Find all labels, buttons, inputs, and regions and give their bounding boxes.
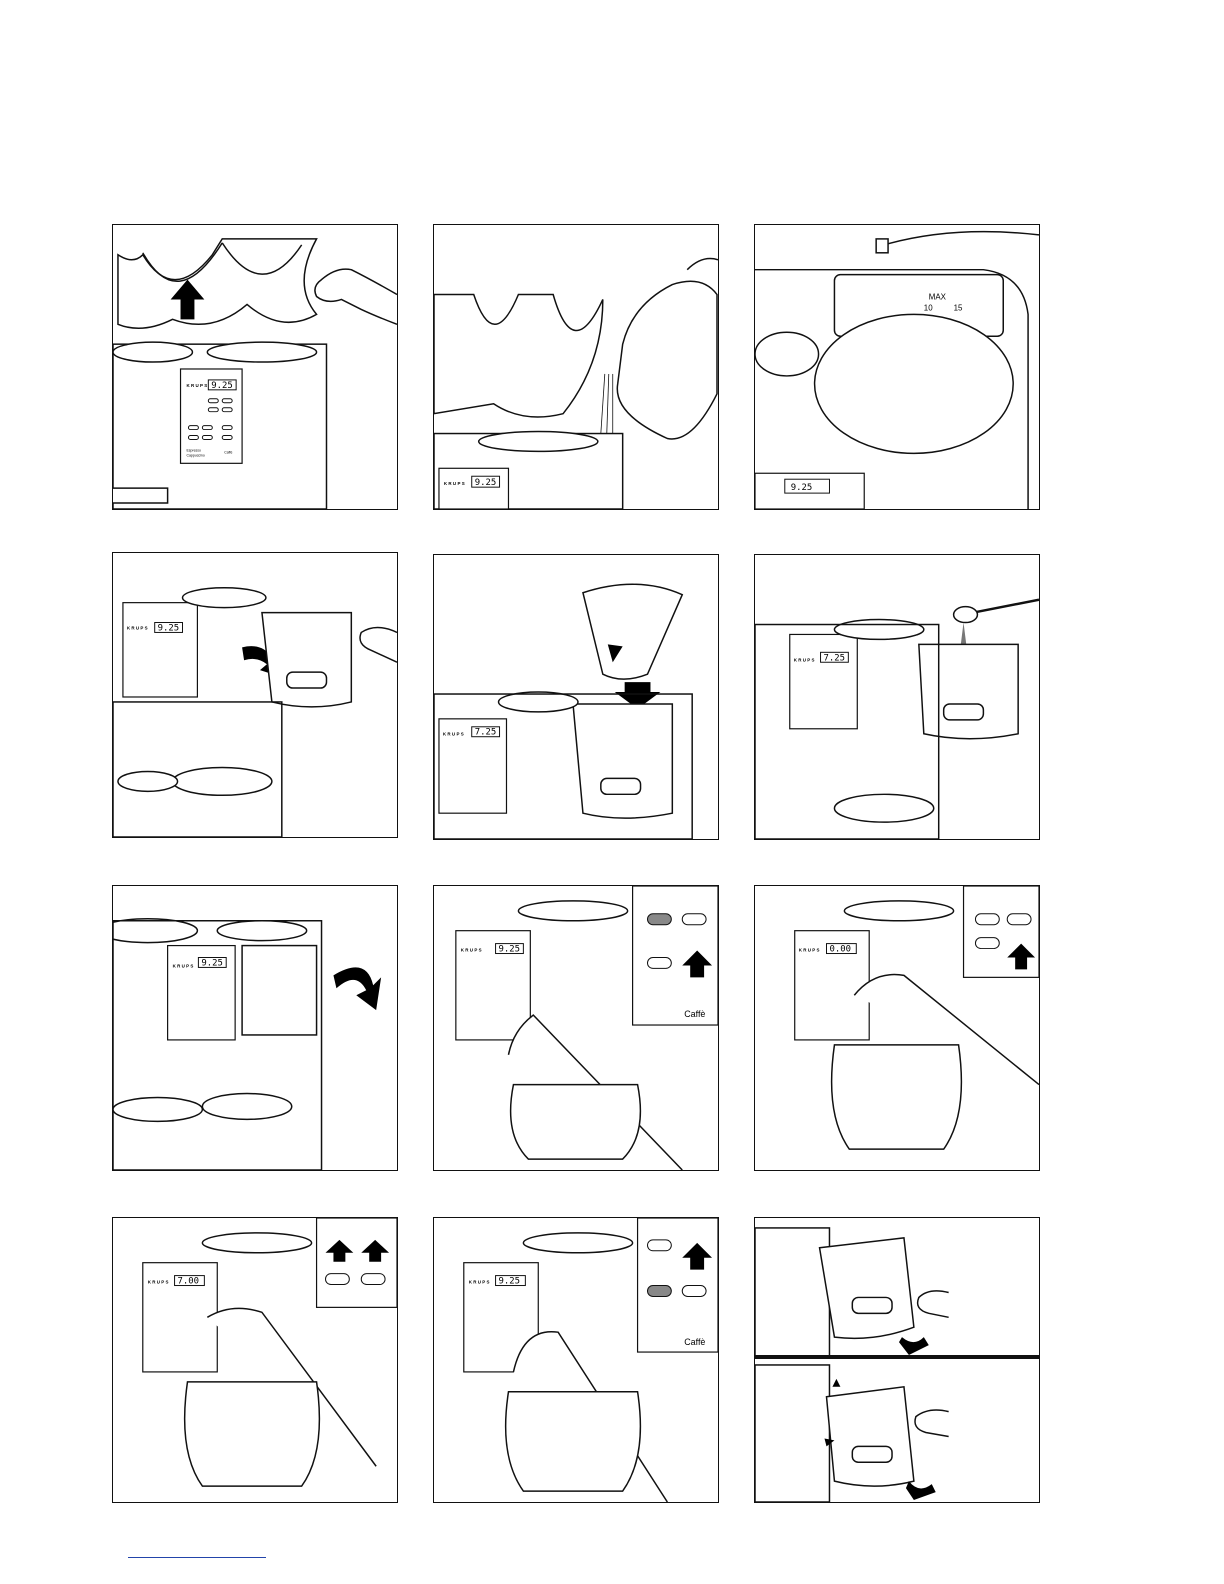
display-readout: 7.00 — [178, 1277, 200, 1287]
carafe — [617, 281, 717, 439]
remove-filter-holder-illustration: KRUPS 9.25 — [113, 553, 397, 837]
lid — [434, 295, 603, 417]
brand-logo: KRUPS — [469, 1280, 491, 1285]
display-readout: 9.25 — [475, 478, 497, 488]
brand-logo: KRUPS — [443, 732, 465, 737]
step-panel-1: KRUPS 9.25 Espresso Cappuccino Caffè — [112, 224, 398, 510]
display-readout: 7.25 — [824, 653, 846, 663]
rotate-arrow-icon-2 — [906, 1481, 936, 1500]
step-panel-8: Caffè KRUPS 9.25 — [433, 885, 719, 1171]
footer-rule — [128, 1557, 266, 1558]
program-clock-illustration: KRUPS 0.00 — [755, 886, 1039, 1170]
step-panel-10: KRUPS 7.00 — [112, 1217, 398, 1503]
brand-logo: KRUPS — [461, 948, 483, 953]
brand-logo: KRUPS — [799, 948, 821, 953]
hand-icon — [315, 269, 397, 324]
led-indicator — [647, 1286, 671, 1297]
display-readout: 9.25 — [211, 381, 232, 391]
display-readout: 9.25 — [499, 1277, 521, 1287]
filter-holder — [262, 613, 351, 707]
filter-holder — [573, 704, 672, 818]
hand-icon — [918, 1291, 949, 1317]
display-readout: 9.25 — [791, 483, 813, 493]
lid — [118, 239, 317, 328]
brand-logo: KRUPS — [148, 1280, 170, 1285]
fill-water-illustration: KRUPS 9.25 — [434, 225, 718, 509]
blinking-led — [647, 957, 671, 968]
espresso-label: Espresso — [186, 448, 201, 452]
brand-logo: KRUPS — [444, 481, 466, 486]
paper-filter — [583, 584, 682, 679]
filter-holder — [820, 1238, 914, 1339]
arrow-up-icon — [832, 1379, 840, 1387]
brand-logo: KRUPS — [127, 625, 149, 630]
add-coffee-illustration: KRUPS 7.25 — [755, 555, 1039, 839]
step-panel-6: KRUPS 7.25 — [754, 554, 1040, 840]
water-tank-illustration: MAX 10 15 9.25 — [755, 225, 1039, 509]
close-filter-holder-illustration: KRUPS 9.25 — [113, 886, 397, 1170]
carafe — [832, 1045, 962, 1149]
control-zoom — [633, 886, 718, 1025]
insert-paper-filter-illustration: KRUPS 7.25 — [434, 555, 718, 839]
rotate-arrow-icon — [899, 1337, 929, 1355]
step-panel-5: KRUPS 7.25 — [433, 554, 719, 840]
set-clock-illustration: KRUPS 7.00 — [113, 1218, 397, 1502]
caffe-small-label: Caffè — [224, 450, 232, 454]
display-readout: 7.25 — [475, 728, 497, 738]
measuring-spoon — [973, 600, 1039, 613]
start-caffe-illustration: Caffè KRUPS 9.25 — [434, 1218, 718, 1502]
filter-holder-2 — [826, 1387, 913, 1486]
led-indicator — [647, 914, 671, 925]
hand-icon-2 — [915, 1410, 949, 1436]
display-readout: 9.25 — [201, 958, 223, 968]
control-panel — [123, 603, 197, 697]
blinking-led — [326, 1274, 350, 1285]
step-panel-11: Caffè KRUPS 9.25 — [433, 1217, 719, 1503]
step-panel-7: KRUPS 9.25 — [112, 885, 398, 1171]
blinking-led — [647, 1240, 671, 1251]
carafe — [511, 1085, 641, 1159]
control-panel — [439, 468, 509, 509]
caffe-label: Caffè — [684, 1009, 705, 1019]
carafe — [185, 1382, 320, 1486]
carafe — [506, 1392, 641, 1491]
rotate-arrow-icon — [333, 967, 381, 1010]
display-readout: 0.00 — [829, 945, 851, 955]
caffe-label-2: Caffè — [684, 1337, 705, 1347]
hand-icon — [687, 259, 718, 270]
water-opening — [815, 314, 1014, 453]
step-panel-4: KRUPS 9.25 — [112, 552, 398, 838]
scale-15: 15 — [954, 303, 963, 312]
control-zoom — [317, 1218, 397, 1307]
blinking-led — [975, 938, 999, 949]
brand-logo: KRUPS — [794, 657, 816, 662]
control-zoom — [964, 886, 1039, 977]
step-panel-12 — [754, 1217, 1040, 1503]
hand-icon — [360, 627, 397, 662]
step-panel-9: KRUPS 0.00 — [754, 885, 1040, 1171]
remove-lid-illustration: KRUPS 9.25 Espresso Cappuccino Caffè — [113, 225, 397, 509]
filter-holder — [242, 946, 316, 1035]
display-readout: 9.25 — [158, 623, 180, 633]
brand-logo: KRUPS — [173, 963, 195, 968]
display-readout: 9.25 — [499, 945, 521, 955]
step-panel-3: MAX 10 15 9.25 — [754, 224, 1040, 510]
portafilter — [113, 488, 168, 503]
cappuccino-label: Cappuccino — [186, 453, 204, 457]
brand-logo: KRUPS — [186, 383, 208, 388]
control-zoom — [638, 1218, 718, 1352]
open-filter-holder-illustration — [755, 1218, 1039, 1502]
max-mark: MAX — [929, 292, 947, 301]
scale-10: 10 — [924, 303, 933, 312]
filter-holder — [919, 644, 1018, 738]
step-panel-2: KRUPS 9.25 — [433, 224, 719, 510]
press-caffe-button-illustration: Caffè KRUPS 9.25 — [434, 886, 718, 1170]
control-panel — [790, 634, 858, 728]
